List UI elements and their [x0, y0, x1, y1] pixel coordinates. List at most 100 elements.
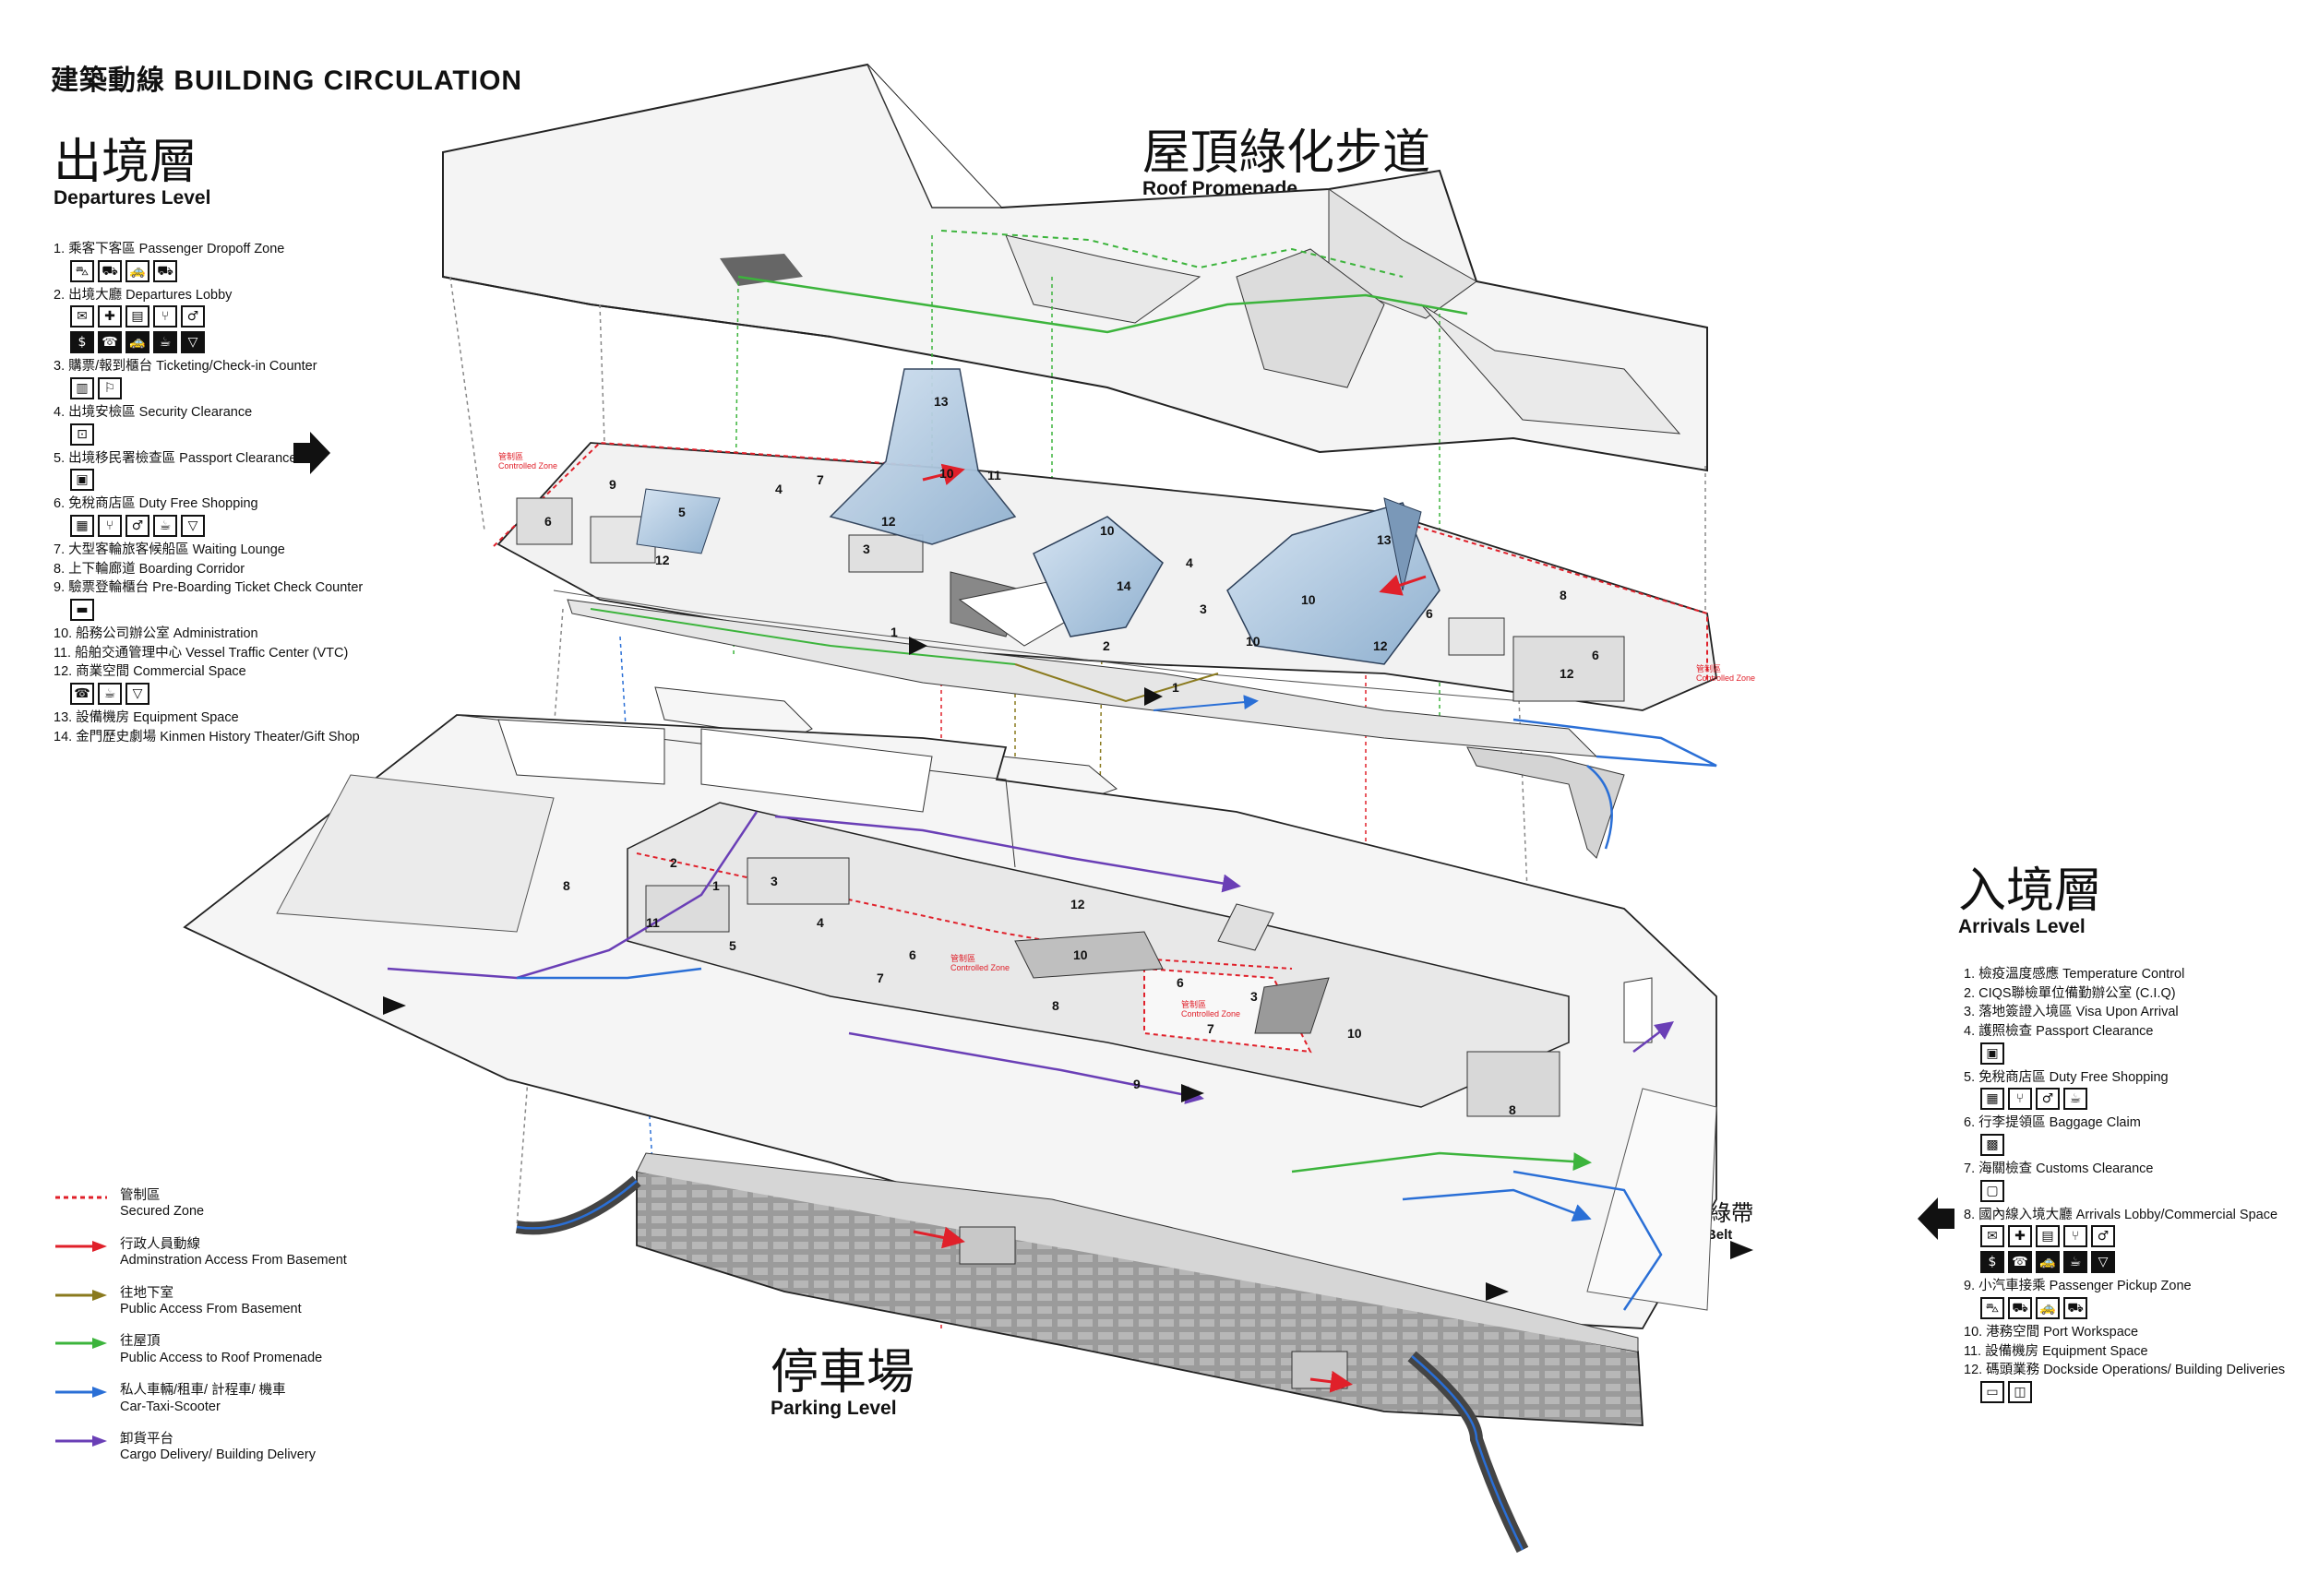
- svg-text:管制區: 管制區: [1696, 663, 1721, 673]
- page-title: 建築動線 BUILDING CIRCULATION: [51, 66, 523, 96]
- parking-title-cn: 停車場: [771, 1345, 915, 1400]
- shop-icon: ▦: [70, 515, 94, 538]
- svg-text:1: 1: [712, 878, 720, 893]
- key-label-cn: 卸貨平台: [120, 1431, 173, 1447]
- departures-legend-item: 13. 設備機房 Equipment Space: [54, 710, 386, 726]
- key-line-icon: [55, 1240, 107, 1252]
- svg-text:Controlled Zone: Controlled Zone: [950, 963, 1010, 972]
- arrivals-legend-item-label: 7. 海關檢查 Customs Clearance: [1964, 1161, 2154, 1177]
- departures-heading: 出境層 Departures Level: [54, 138, 210, 209]
- svg-text:6: 6: [1177, 975, 1184, 990]
- svg-text:1: 1: [1172, 680, 1179, 695]
- svg-text:7: 7: [817, 472, 824, 487]
- arrivals-legend-item: 1. 檢疫溫度感應 Temperature Control: [1964, 967, 2296, 983]
- svg-text:11: 11: [987, 468, 1001, 482]
- parking-title-en: Parking Level: [771, 1398, 897, 1419]
- svg-text:Controlled Zone: Controlled Zone: [1696, 673, 1755, 683]
- cafe-icon: ☕: [153, 331, 177, 354]
- departures-legend-item: 6. 免稅商店區 Duty Free Shopping▦⑂♂☕▽: [54, 496, 386, 538]
- svg-text:6: 6: [1592, 648, 1599, 662]
- svg-text:14: 14: [1117, 578, 1131, 593]
- truck-icon: ▭: [1980, 1381, 2004, 1404]
- atm-icon: ▤: [126, 305, 149, 328]
- departures-arrow-icon: [293, 432, 330, 479]
- svg-text:12: 12: [1373, 638, 1388, 653]
- departures-legend-item-label: 3. 購票/報到櫃台 Ticketing/Check-in Counter: [54, 359, 317, 375]
- counter-icon: ▥: [70, 377, 94, 400]
- arrivals-legend-item: 6. 行李提領區 Baggage Claim▩: [1964, 1115, 2296, 1157]
- departures-legend-item: 4. 出境安檢區 Security Clearance⊡: [54, 405, 386, 446]
- cafe-icon: ☕: [98, 683, 122, 706]
- key-label-cn: 管制區: [120, 1188, 161, 1203]
- svg-text:4: 4: [817, 915, 824, 930]
- parking-heading: 停車場 Parking Level: [771, 1349, 914, 1420]
- arrivals-legend-item: 5. 免稅商店區 Duty Free Shopping▦⑂♂☕: [1964, 1070, 2296, 1111]
- svg-text:10: 10: [1100, 523, 1115, 538]
- arrivals-heading: 入境層 Arrivals Level: [1958, 867, 2102, 938]
- taxi-icon: 🚕: [126, 259, 149, 282]
- svg-text:12: 12: [1560, 666, 1574, 681]
- restaurant-icon: ⑂: [153, 305, 177, 328]
- passport-icon: ▣: [1980, 1042, 2004, 1065]
- svg-text:8: 8: [1052, 998, 1059, 1013]
- departures-legend-item-label: 2. 出境大廳 Departures Lobby: [54, 287, 233, 303]
- departures-legend-item: 11. 船舶交通管理中心 Vessel Traffic Center (VTC): [54, 646, 386, 661]
- arrivals-legend-item: 7. 海關檢查 Customs Clearance ▢: [1964, 1161, 2296, 1202]
- phone-icon: ☎: [70, 683, 94, 706]
- key-label-cn: 往地下室: [120, 1285, 173, 1301]
- key-label-en: Public Access From Basement: [120, 1301, 302, 1316]
- arrivals-legend-item-label: 1. 檢疫溫度感應 Temperature Control: [1964, 967, 2185, 982]
- svg-text:8: 8: [1560, 588, 1567, 602]
- arrivals-legend-item: 12. 碼頭業務 Dockside Operations/ Building D…: [1964, 1363, 2296, 1404]
- arrivals-legend-item-label: 12. 碼頭業務 Dockside Operations/ Building D…: [1964, 1363, 2286, 1378]
- svg-text:9: 9: [609, 477, 616, 492]
- restroom-icon: ♂: [126, 515, 149, 538]
- svg-text:3: 3: [1250, 989, 1258, 1004]
- arrivals-legend-item-label: 5. 免稅商店區 Duty Free Shopping: [1964, 1069, 2169, 1085]
- svg-text:5: 5: [678, 505, 686, 519]
- key-label-en: Public Access to Roof Promenade: [120, 1350, 323, 1365]
- restroom-icon: ♂: [181, 305, 205, 328]
- svg-text:4: 4: [1186, 555, 1193, 570]
- svg-text:6: 6: [544, 514, 552, 529]
- bar-icon: ▽: [2091, 1251, 2115, 1274]
- arrivals-legend-item: 4. 護照檢查 Passport Clearance▣: [1964, 1024, 2296, 1065]
- taxi-icon: 🚕: [2036, 1297, 2060, 1320]
- svg-text:8: 8: [563, 878, 570, 893]
- restroom-icon: ♂: [2091, 1225, 2115, 1248]
- key-label-cn: 私人車輛/租車/ 計程車/ 機車: [120, 1383, 286, 1399]
- restaurant-icon: ⑂: [2008, 1088, 2032, 1111]
- car-icon: ⛟: [2008, 1297, 2032, 1320]
- departures-legend-item: 10. 船務公司辦公室 Administration: [54, 626, 386, 642]
- departures-legend-item-label: 7. 大型客輪旅客候船區 Waiting Lounge: [54, 542, 285, 558]
- svg-text:13: 13: [1377, 532, 1392, 547]
- key-line-icon: [55, 1196, 107, 1199]
- departures-legend-item: 9. 驗票登輪櫃台 Pre-Boarding Ticket Check Coun…: [54, 580, 386, 622]
- customs-icon: ▢: [1980, 1179, 2004, 1202]
- cafe-icon: ☕: [2063, 1088, 2087, 1111]
- roof-title-cn: 屋頂綠化步道: [1142, 125, 1431, 181]
- departures-legend-item-label: 5. 出境移民署檢查區 Passport Clearance: [54, 450, 297, 466]
- arrivals-legend-item: 10. 港務空間 Port Workspace: [1964, 1325, 2296, 1340]
- departures-legend-item-label: 6. 免稅商店區 Duty Free Shopping: [54, 496, 258, 512]
- departures-legend-item: 3. 購票/報到櫃台 Ticketing/Check-in Counter▥⚐: [54, 359, 386, 400]
- svg-text:7: 7: [877, 971, 884, 985]
- departures-legend: 1. 乘客下客區 Passenger Dropoff Zone⛍⛟🚕⛟2. 出境…: [54, 242, 386, 748]
- cafe-icon: ☕: [153, 515, 177, 538]
- key-label-en: Secured Zone: [120, 1204, 205, 1220]
- phone-icon: ☎: [2008, 1251, 2032, 1274]
- delivery-icon: ◫: [2008, 1381, 2032, 1404]
- bar-icon: ▽: [181, 331, 205, 354]
- departures-legend-item-label: 4. 出境安檢區 Security Clearance: [54, 405, 253, 421]
- departures-legend-item: 12. 商業空間 Commercial Space☎☕▽: [54, 664, 386, 706]
- arrivals-legend-item-label: 3. 落地簽證入境區 Visa Upon Arrival: [1964, 1005, 2179, 1020]
- svg-text:6: 6: [909, 947, 916, 962]
- arrivals-legend-item-label: 11. 設備機房 Equipment Space: [1964, 1343, 2148, 1359]
- departures-legend-item-label: 1. 乘客下客區 Passenger Dropoff Zone: [54, 242, 285, 256]
- departures-title-en: Departures Level: [54, 187, 211, 208]
- departures-legend-item-label: 9. 驗票登輪櫃台 Pre-Boarding Ticket Check Coun…: [54, 580, 364, 596]
- car-side-icon: ⛍: [1980, 1297, 2004, 1320]
